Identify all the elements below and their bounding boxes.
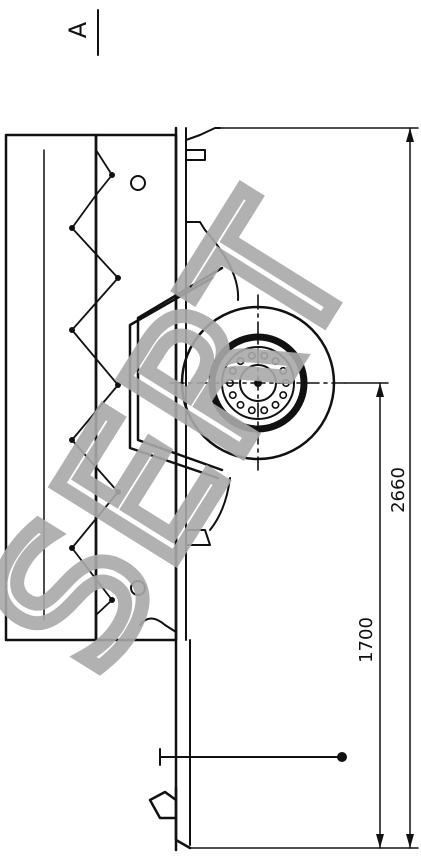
wheel-bolt (247, 406, 256, 415)
wheel-bolt (236, 400, 245, 409)
dim-arrow-overall-bottom (406, 834, 414, 848)
hook (69, 437, 75, 443)
wheel-bolts (226, 351, 290, 415)
dim-overall-length-label: 2660 (388, 467, 409, 513)
dim-axle-position-label: 1700 (356, 617, 377, 663)
mudguard (136, 266, 224, 472)
panel-hole-bottom (130, 580, 146, 596)
wheel-bolt (279, 366, 288, 375)
support-leg-foot (337, 752, 347, 762)
view-label-group: A (64, 9, 99, 56)
wheel-bolt (271, 400, 280, 409)
wheel-bolt (260, 406, 269, 415)
dim-arrow-overall-top (406, 128, 414, 142)
hook (69, 225, 75, 231)
support-leg (159, 748, 347, 766)
wheel-bolt (279, 391, 288, 400)
wheel-bolt (236, 357, 245, 366)
leaf-spring-front (209, 477, 231, 531)
view-label: A (64, 21, 92, 38)
rear-bracket (185, 127, 221, 161)
hook (115, 382, 121, 388)
hub (239, 364, 277, 402)
leaf-spring-rear (204, 229, 240, 301)
hook (115, 275, 121, 281)
tire-rim (208, 333, 308, 433)
hook (69, 327, 75, 333)
wheel-bolt (228, 391, 237, 400)
dim-arrow-axle (376, 383, 384, 397)
hitch-coupling (148, 786, 192, 850)
hook (109, 172, 115, 178)
wheel-bolt (271, 357, 280, 366)
watermark: SERT (0, 165, 400, 705)
hook (109, 597, 115, 603)
wheel-bolt (247, 351, 256, 360)
hook (69, 545, 75, 551)
tie-down-rope (71, 149, 119, 616)
wheel-bolt (228, 366, 237, 375)
panel-hole-top (130, 175, 146, 191)
dim-arrow-axle-bottom (376, 834, 384, 848)
rim-inner (221, 346, 295, 420)
tie-down-hooks (69, 172, 121, 603)
chassis (139, 126, 221, 852)
mudguard-inner (128, 276, 220, 480)
wheel (169, 294, 346, 471)
dimensions: 2660 1700 (189, 127, 419, 849)
front-bracket (139, 617, 177, 633)
spring-hangers (185, 221, 211, 546)
wheel-bolt (260, 351, 269, 360)
hook (115, 489, 121, 495)
